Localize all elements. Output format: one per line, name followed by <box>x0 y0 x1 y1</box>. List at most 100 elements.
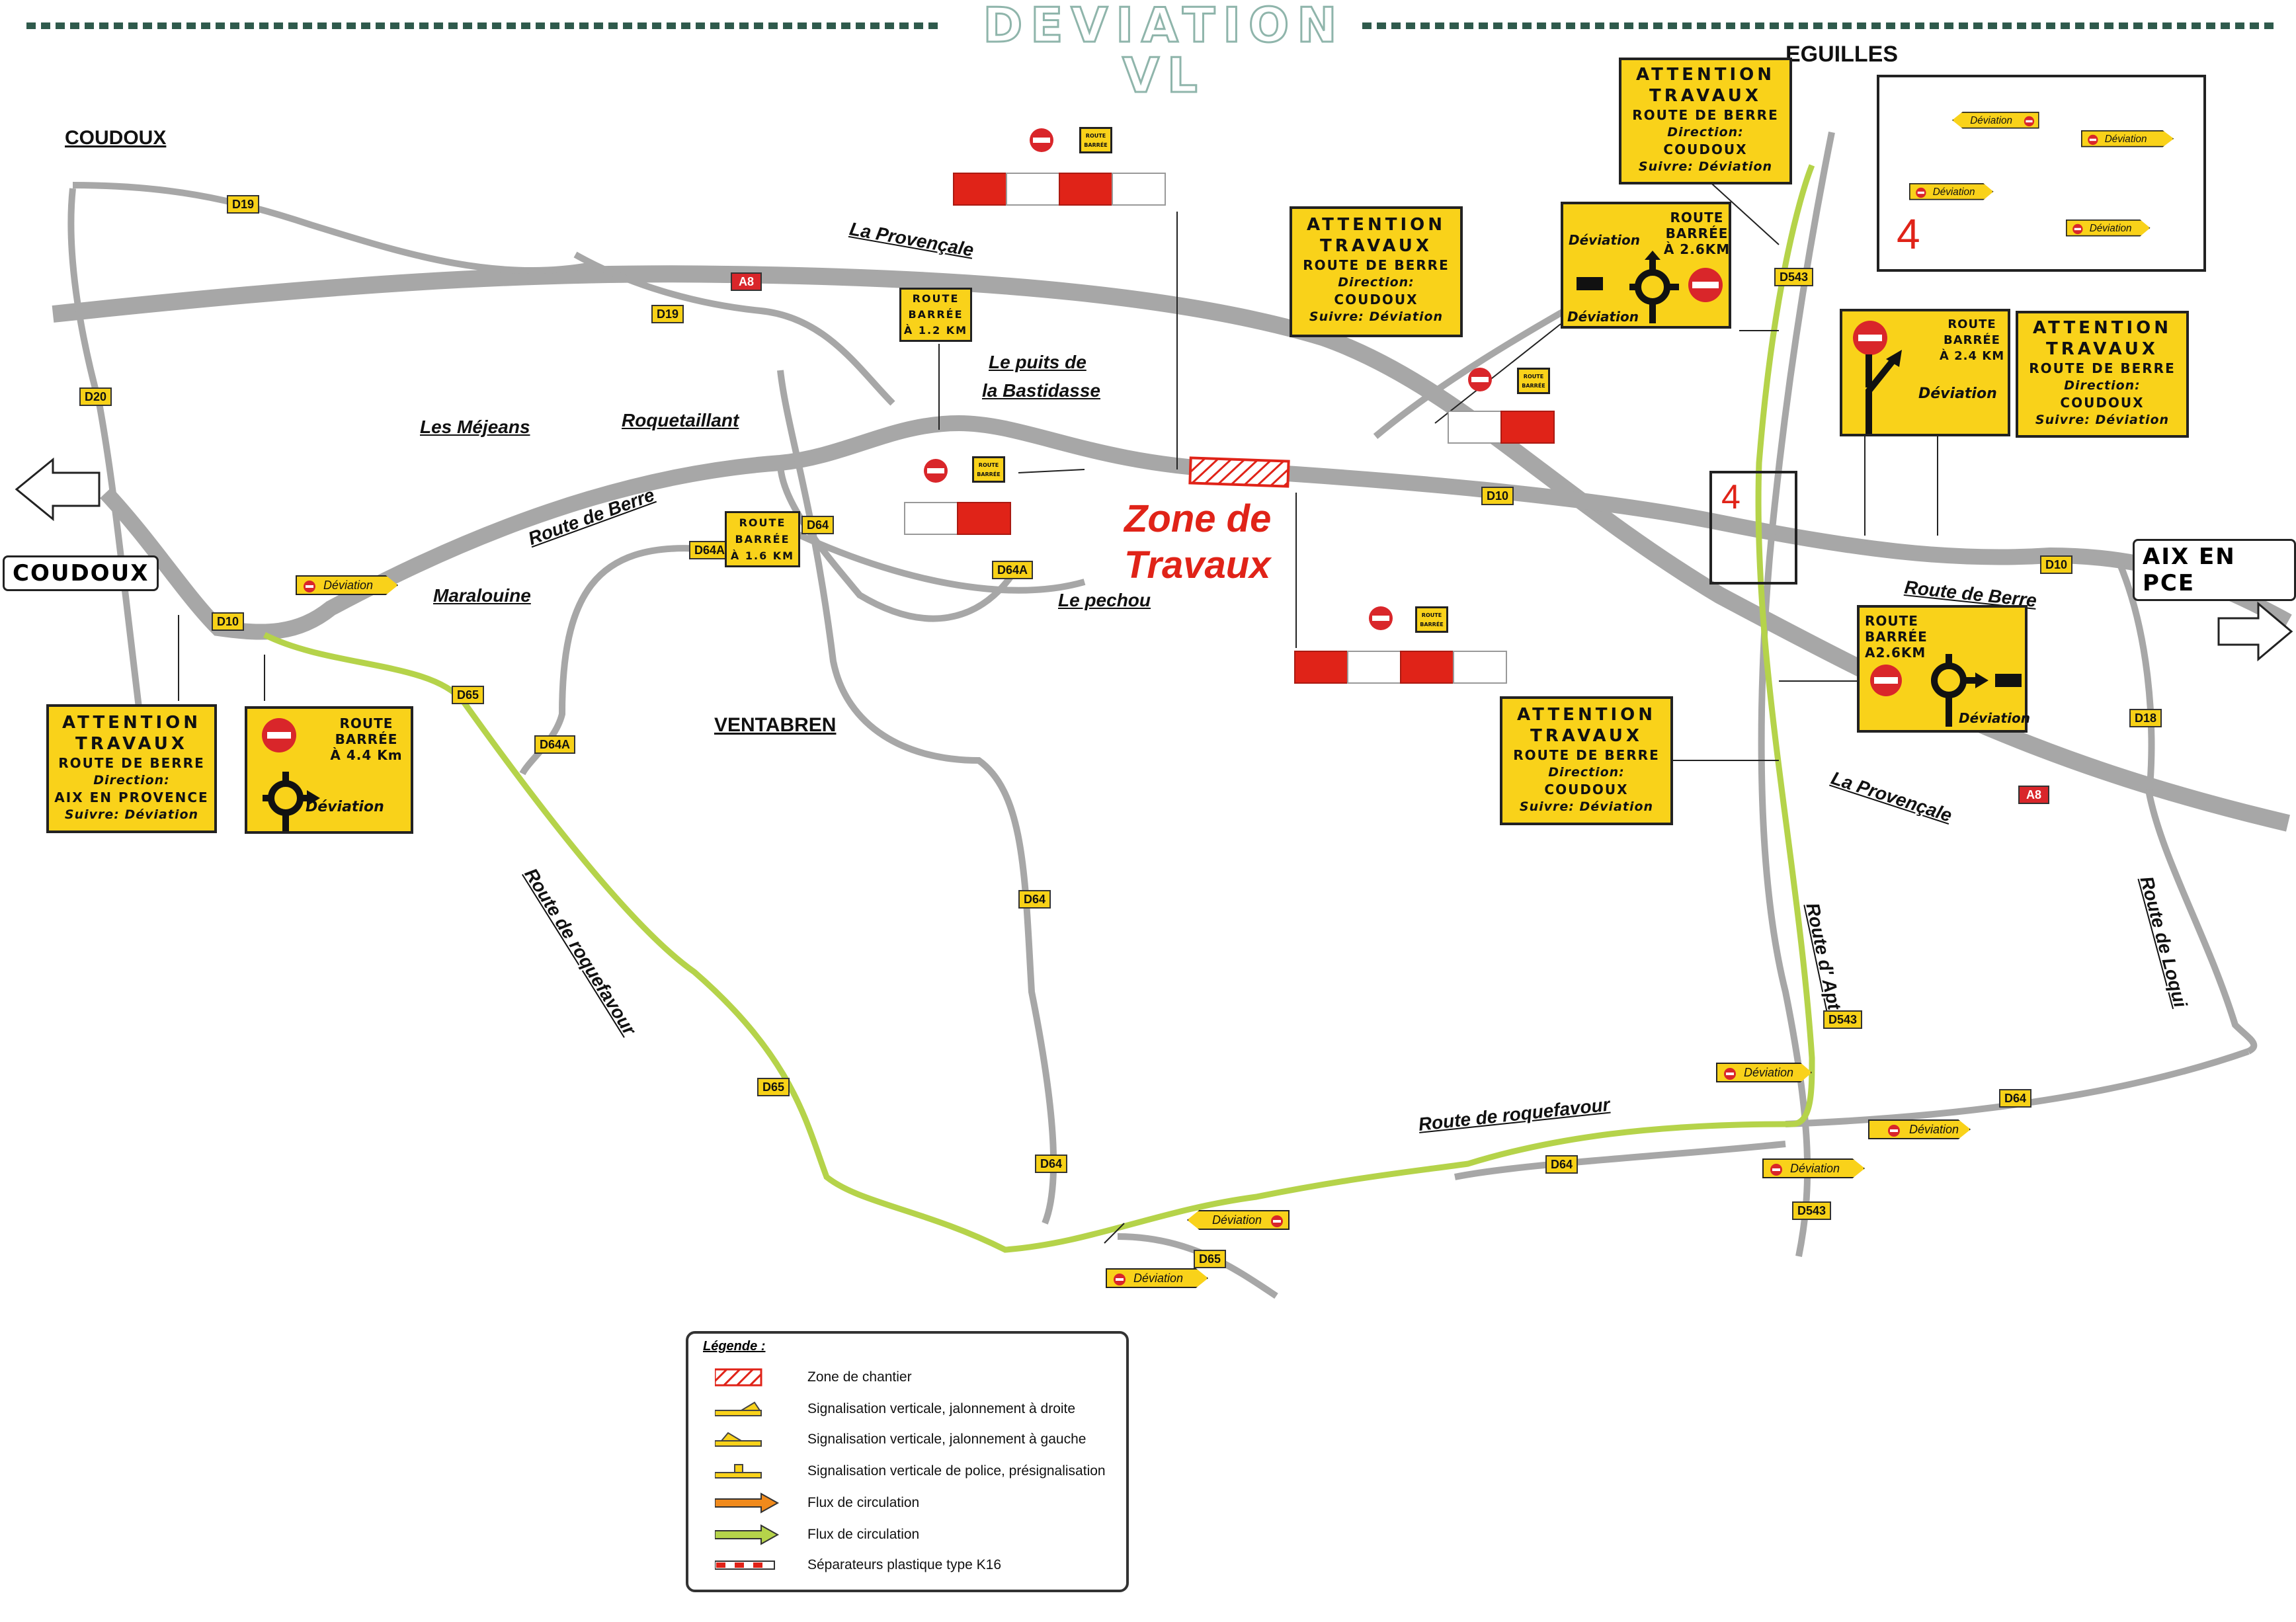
tag-d10-mid: D10 <box>1481 487 1514 505</box>
tag-d18: D18 <box>2129 709 2162 727</box>
tag-d64a-a: D64A <box>689 541 731 559</box>
deviation-bottom-3-label: Déviation <box>1133 1272 1184 1285</box>
inset-deviation-1-label: Déviation <box>1970 114 2012 126</box>
tag-d64a-b: D64A <box>992 561 1034 579</box>
inset-deviation-2-label: Déviation <box>2104 133 2147 145</box>
no-entry-icon <box>1888 1125 1900 1137</box>
place-le-puits: Le puits de <box>989 352 1086 372</box>
zone-line2: Travaux <box>1124 544 1271 587</box>
panel-left-line4: Direction: <box>93 773 170 788</box>
panel-top-right-line6: Suivre: Déviation <box>1638 159 1773 174</box>
orange-arrow-icon <box>715 1492 780 1514</box>
mini-barree-top: ROUTE BARRÉE <box>1079 127 1112 153</box>
tag-d19-b: D19 <box>651 305 684 323</box>
legend-title: Légende : <box>703 1339 766 1354</box>
barree-12-line1: ROUTE <box>912 292 960 305</box>
tag-d20: D20 <box>79 387 112 406</box>
panel-attention-far-right: ATTENTION TRAVAUX ROUTE DE BERRE Directi… <box>2016 311 2189 438</box>
legend-row-separators: Séparateurs plastique type K16 <box>715 1552 1125 1578</box>
header-dash-right <box>1362 22 2275 29</box>
separator-k16-icon <box>715 1561 775 1570</box>
no-entry-icon <box>2024 116 2035 127</box>
panel-attention-low-right: ATTENTION TRAVAUX ROUTE DE BERRE Directi… <box>1500 696 1673 825</box>
barree-26-top-deviation2: Déviation <box>1567 309 1639 325</box>
tag-a8-left: A8 <box>731 272 762 291</box>
road-d19-b <box>573 251 895 406</box>
legend-label-2: Signalisation verticale, jalonnement à g… <box>807 1432 1086 1447</box>
no-entry-icon <box>2072 223 2083 235</box>
zone-hatch-icon <box>715 1368 762 1387</box>
no-entry-icon <box>1114 1274 1126 1285</box>
panel-low-right-line5: COUDOUX <box>1544 782 1629 797</box>
panel-top-right-line4: Direction: <box>1667 125 1744 140</box>
police-sign-icon <box>715 1464 762 1479</box>
panel-left-line1: ATTENTION <box>62 713 201 733</box>
mini-barree-mid: ROUTE BARRÉE <box>972 456 1005 483</box>
panel-low-right-line3: ROUTE DE BERRE <box>1513 747 1660 763</box>
panel-attention-left: ATTENTION TRAVAUX ROUTE DE BERRE Directi… <box>46 704 217 833</box>
panel-mid-line4: Direction: <box>1338 275 1414 290</box>
panel-far-right-line2: TRAVAUX <box>2046 339 2158 359</box>
deviation-mid-right-2-label: Déviation <box>1909 1123 1959 1136</box>
tag-d64-top: D64 <box>801 516 835 534</box>
sign-right-icon <box>715 1401 762 1416</box>
deviation-bottom-1-label: Déviation <box>1790 1162 1840 1175</box>
detour-route <box>263 164 1815 1253</box>
separators-mid <box>904 502 1011 535</box>
barree-44-line1: ROUTE <box>339 715 393 731</box>
legend-label-4: Flux de circulation <box>807 1495 920 1510</box>
pointer-mid-panel <box>1434 323 1561 424</box>
panel-top-right-line5: COUDOUX <box>1663 142 1748 157</box>
sign-route-barree-24: ROUTE BARRÉE À 2.4 KM Déviation <box>1840 309 2010 436</box>
panel-far-right-line5: COUDOUX <box>2060 395 2145 411</box>
sign-route-barree-26-right: ROUTE BARRÉE A2.6KM Déviation <box>1857 605 2030 733</box>
barree-26r-line1: ROUTE <box>1865 613 1918 629</box>
road-d64a <box>777 462 1015 622</box>
panel-attention-top-right: ATTENTION TRAVAUX ROUTE DE BERRE Directi… <box>1619 58 1792 184</box>
place-le-pechou: Le pechou <box>1058 590 1151 610</box>
barree-24-line2: BARRÉE <box>1944 333 2000 347</box>
barree-26-top-line1: ROUTE <box>1670 210 1724 225</box>
barree-24-line1: ROUTE <box>1948 317 1996 331</box>
barree-26-top-line3: À 2.6KM <box>1663 241 1731 257</box>
panel-mid-line1: ATTENTION <box>1307 215 1446 235</box>
panel-mid-line2: TRAVAUX <box>1320 236 1432 256</box>
inset-number: 4 <box>1897 210 1920 258</box>
roundabout-icon <box>262 718 320 831</box>
legend-row-left: Signalisation verticale, jalonnement à g… <box>715 1426 1125 1453</box>
tag-a8-right: A8 <box>2018 786 2050 804</box>
panel-low-right-line4: Direction: <box>1548 765 1625 780</box>
legend-label-5: Flux de circulation <box>807 1527 920 1542</box>
no-entry-icon <box>1916 187 1926 198</box>
barree-24-line3: À 2.4 KM <box>1939 349 2005 363</box>
separators-right <box>1448 411 1555 444</box>
panel-far-right-line3: ROUTE DE BERRE <box>2029 360 2176 376</box>
tag-d64-bottom: D64 <box>1545 1155 1578 1174</box>
barree-26r-line2: BARRÉE <box>1865 629 1928 645</box>
green-arrow-icon <box>715 1524 780 1545</box>
zone-line1: Zone de <box>1124 497 1272 540</box>
road-d18 <box>2113 553 2258 1055</box>
detail-box-number: 4 <box>1721 478 1741 516</box>
legend-row-police: Signalisation verticale de police, prési… <box>715 1458 1125 1484</box>
sign-left-icon <box>715 1432 762 1447</box>
sign-barree-16: ROUTE BARRÉE À 1.6 KM <box>725 511 800 567</box>
barree-12-line2: BARRÉE <box>908 308 964 321</box>
sign-route-barree-44: ROUTE BARRÉE À 4.4 Km Déviation <box>245 706 413 834</box>
tag-d65-c: D65 <box>1194 1250 1227 1268</box>
mini-barree-low: ROUTE BARRÉE <box>1415 606 1448 633</box>
roundabout-truck-icon <box>1577 251 1723 323</box>
barree-26r-line3: A2.6KM <box>1865 645 1926 661</box>
mini-barree-mid-l1: ROUTE <box>978 462 999 468</box>
mini-barree-top-l1: ROUTE <box>1085 133 1106 139</box>
tag-d543-bottom: D543 <box>1792 1201 1832 1220</box>
barree-12-line3: À 1.2 KM <box>903 324 968 337</box>
barree-26r-deviation: Déviation <box>1959 710 2030 726</box>
roundabout-truck-icon-right <box>1870 654 2022 727</box>
place-eguilles: EGUILLES <box>1785 42 1899 67</box>
barree-44-deviation: Déviation <box>306 799 384 815</box>
header-dash-left <box>26 22 939 29</box>
tag-d10-right: D10 <box>2040 555 2073 574</box>
panel-left-line6: Suivre: Déviation <box>64 807 199 822</box>
barree-16-line3: À 1.6 KM <box>730 549 795 562</box>
